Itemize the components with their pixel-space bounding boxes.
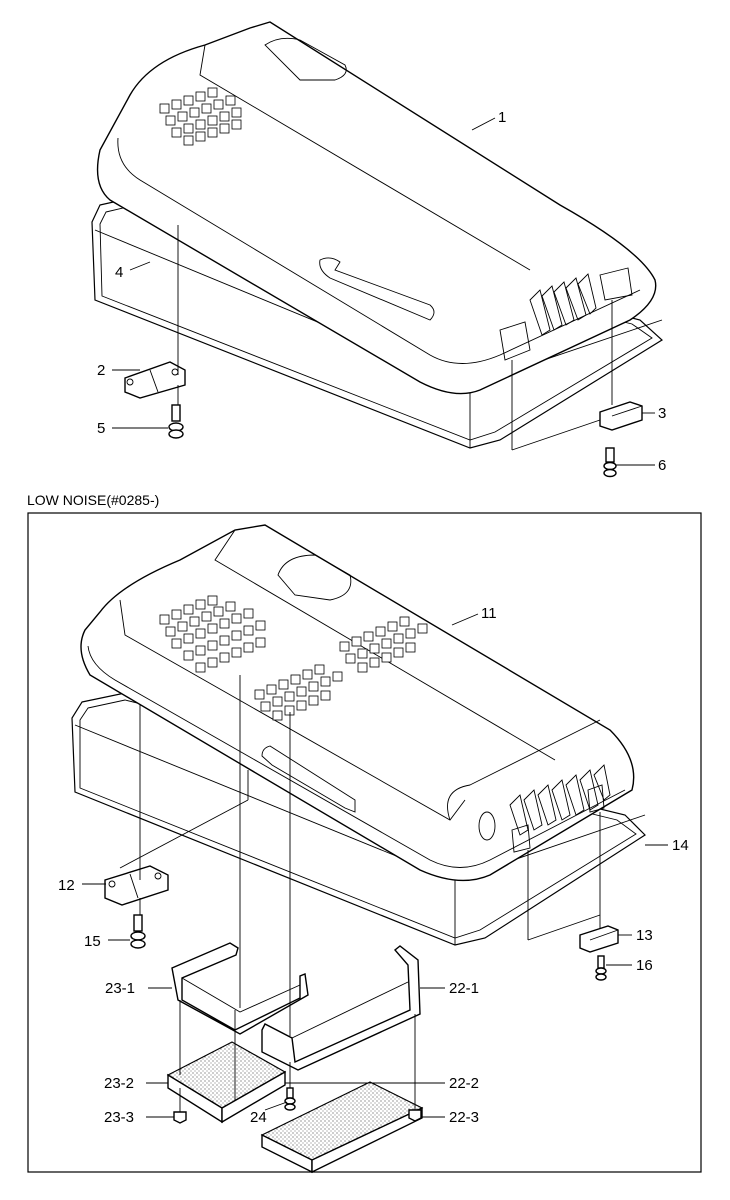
bolt-part-16 bbox=[595, 955, 607, 981]
block-part-13 bbox=[579, 812, 619, 953]
hood-grille-left bbox=[159, 595, 266, 673]
top-leaders bbox=[112, 117, 655, 466]
callout-15: 15 bbox=[84, 933, 101, 950]
bolt-part-24 bbox=[284, 1062, 296, 1111]
callout-3: 3 bbox=[658, 405, 666, 422]
callout-1: 1 bbox=[498, 109, 506, 126]
block-part-3 bbox=[599, 300, 643, 431]
callout-22-1: 22-1 bbox=[449, 980, 479, 997]
hood-part-1 bbox=[96, 21, 657, 451]
callout-2: 2 bbox=[97, 362, 105, 379]
bottom-leaders bbox=[82, 613, 668, 1118]
callout-14: 14 bbox=[672, 837, 689, 854]
screw-part-23-3 bbox=[173, 1088, 187, 1124]
callout-23-3: 23-3 bbox=[104, 1109, 134, 1126]
hood-grille-top bbox=[159, 87, 242, 146]
callout-6: 6 bbox=[658, 457, 666, 474]
screw-part-22-3 bbox=[408, 1109, 422, 1122]
hinge-part-12 bbox=[104, 865, 169, 906]
bolt-part-15 bbox=[130, 898, 146, 949]
hood-grille-right bbox=[339, 616, 428, 673]
callout-23-1: 23-1 bbox=[105, 980, 135, 997]
callout-4: 4 bbox=[115, 264, 123, 281]
hood-part-11 bbox=[80, 524, 635, 941]
bottom-assembly bbox=[71, 524, 668, 1174]
callout-11: 11 bbox=[481, 605, 497, 622]
callout-5: 5 bbox=[97, 420, 105, 437]
callout-22-3: 22-3 bbox=[449, 1109, 479, 1126]
callout-22-2: 22-2 bbox=[449, 1075, 479, 1092]
low-noise-section-box bbox=[27, 512, 702, 1173]
bracket-part-22-1 bbox=[261, 712, 421, 1071]
hinge-part-2 bbox=[124, 361, 186, 399]
section-title: LOW NOISE(#0285-) bbox=[27, 492, 159, 508]
bolt-part-6 bbox=[603, 447, 617, 478]
bracket-part-23-1 bbox=[171, 675, 309, 1035]
callout-13: 13 bbox=[636, 927, 653, 944]
callout-12: 12 bbox=[58, 877, 75, 894]
top-assembly bbox=[91, 21, 663, 478]
callout-23-2: 23-2 bbox=[104, 1075, 134, 1092]
hood-louvers-top bbox=[529, 273, 597, 336]
pad-part-22-2 bbox=[260, 1014, 424, 1174]
callout-24: 24 bbox=[250, 1109, 267, 1126]
callout-labels: 1 4 2 3 5 6 11 14 12 13 15 16 23-1 22-1 … bbox=[58, 109, 689, 1126]
callout-16: 16 bbox=[636, 957, 653, 974]
pad-part-23-2 bbox=[166, 1000, 287, 1124]
bolt-part-5 bbox=[168, 385, 184, 439]
hood-grille-center bbox=[254, 664, 343, 721]
